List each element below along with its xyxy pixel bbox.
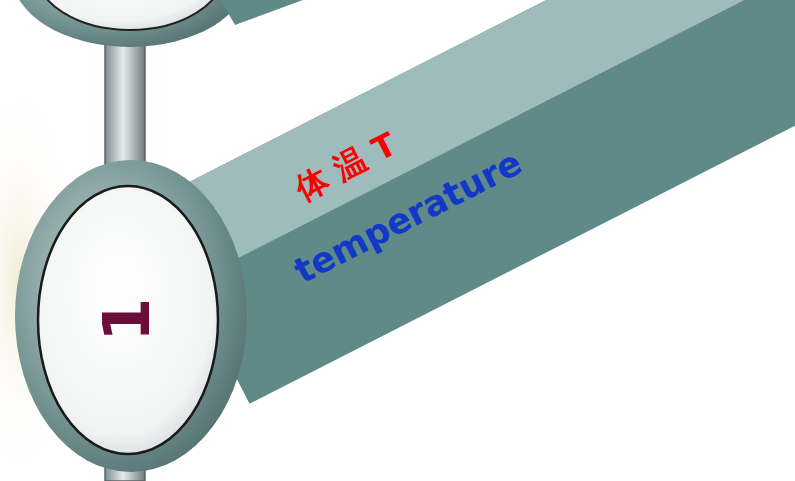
sign-disc — [15, 160, 247, 472]
top-sign-disc — [12, 0, 330, 47]
callout-number: 1 — [91, 298, 165, 343]
number-disc: 1 — [38, 186, 218, 454]
